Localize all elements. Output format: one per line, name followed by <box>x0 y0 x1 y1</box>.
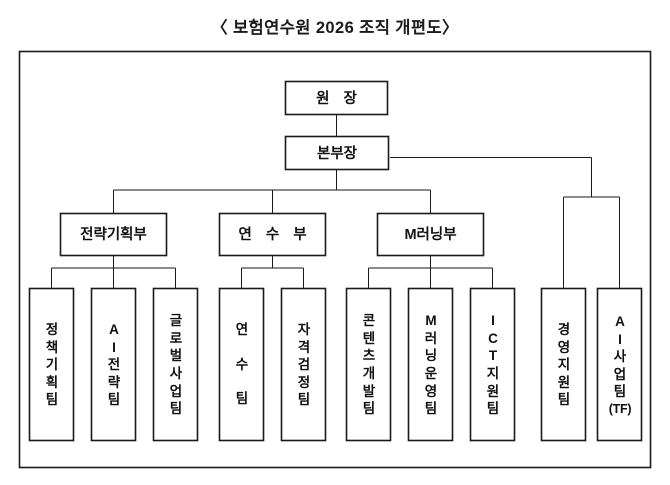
node-dept-mlearning[interactable] <box>376 212 485 257</box>
node-team-training[interactable] <box>218 287 265 442</box>
node-dept-mlearning-label: M러닝부 <box>404 226 456 243</box>
node-team-ai-strategy[interactable] <box>90 287 137 442</box>
node-president-label: 원 장 <box>316 89 362 107</box>
chart-frame <box>18 50 652 469</box>
page-title: 〈 보험연수원 2026 조직 개편도〉 <box>211 19 459 37</box>
node-dept-training-label: 연 수 부 <box>238 226 311 243</box>
node-president[interactable] <box>284 80 389 116</box>
node-dept-training[interactable] <box>218 212 327 257</box>
node-team-ict[interactable] <box>469 287 516 442</box>
node-team-management[interactable] <box>540 287 587 442</box>
node-dept-strategy[interactable] <box>59 212 168 257</box>
node-team-mlearning-ops[interactable] <box>407 287 454 442</box>
node-team-ai-business[interactable] <box>596 287 643 442</box>
node-team-global[interactable] <box>152 287 199 442</box>
node-team-certification[interactable] <box>280 287 327 442</box>
node-team-policy[interactable] <box>28 287 75 442</box>
node-head-label: 본부장 <box>317 144 358 162</box>
node-team-content[interactable] <box>345 287 392 442</box>
node-head[interactable] <box>284 135 390 171</box>
node-dept-strategy-label: 전략기획부 <box>80 225 147 243</box>
